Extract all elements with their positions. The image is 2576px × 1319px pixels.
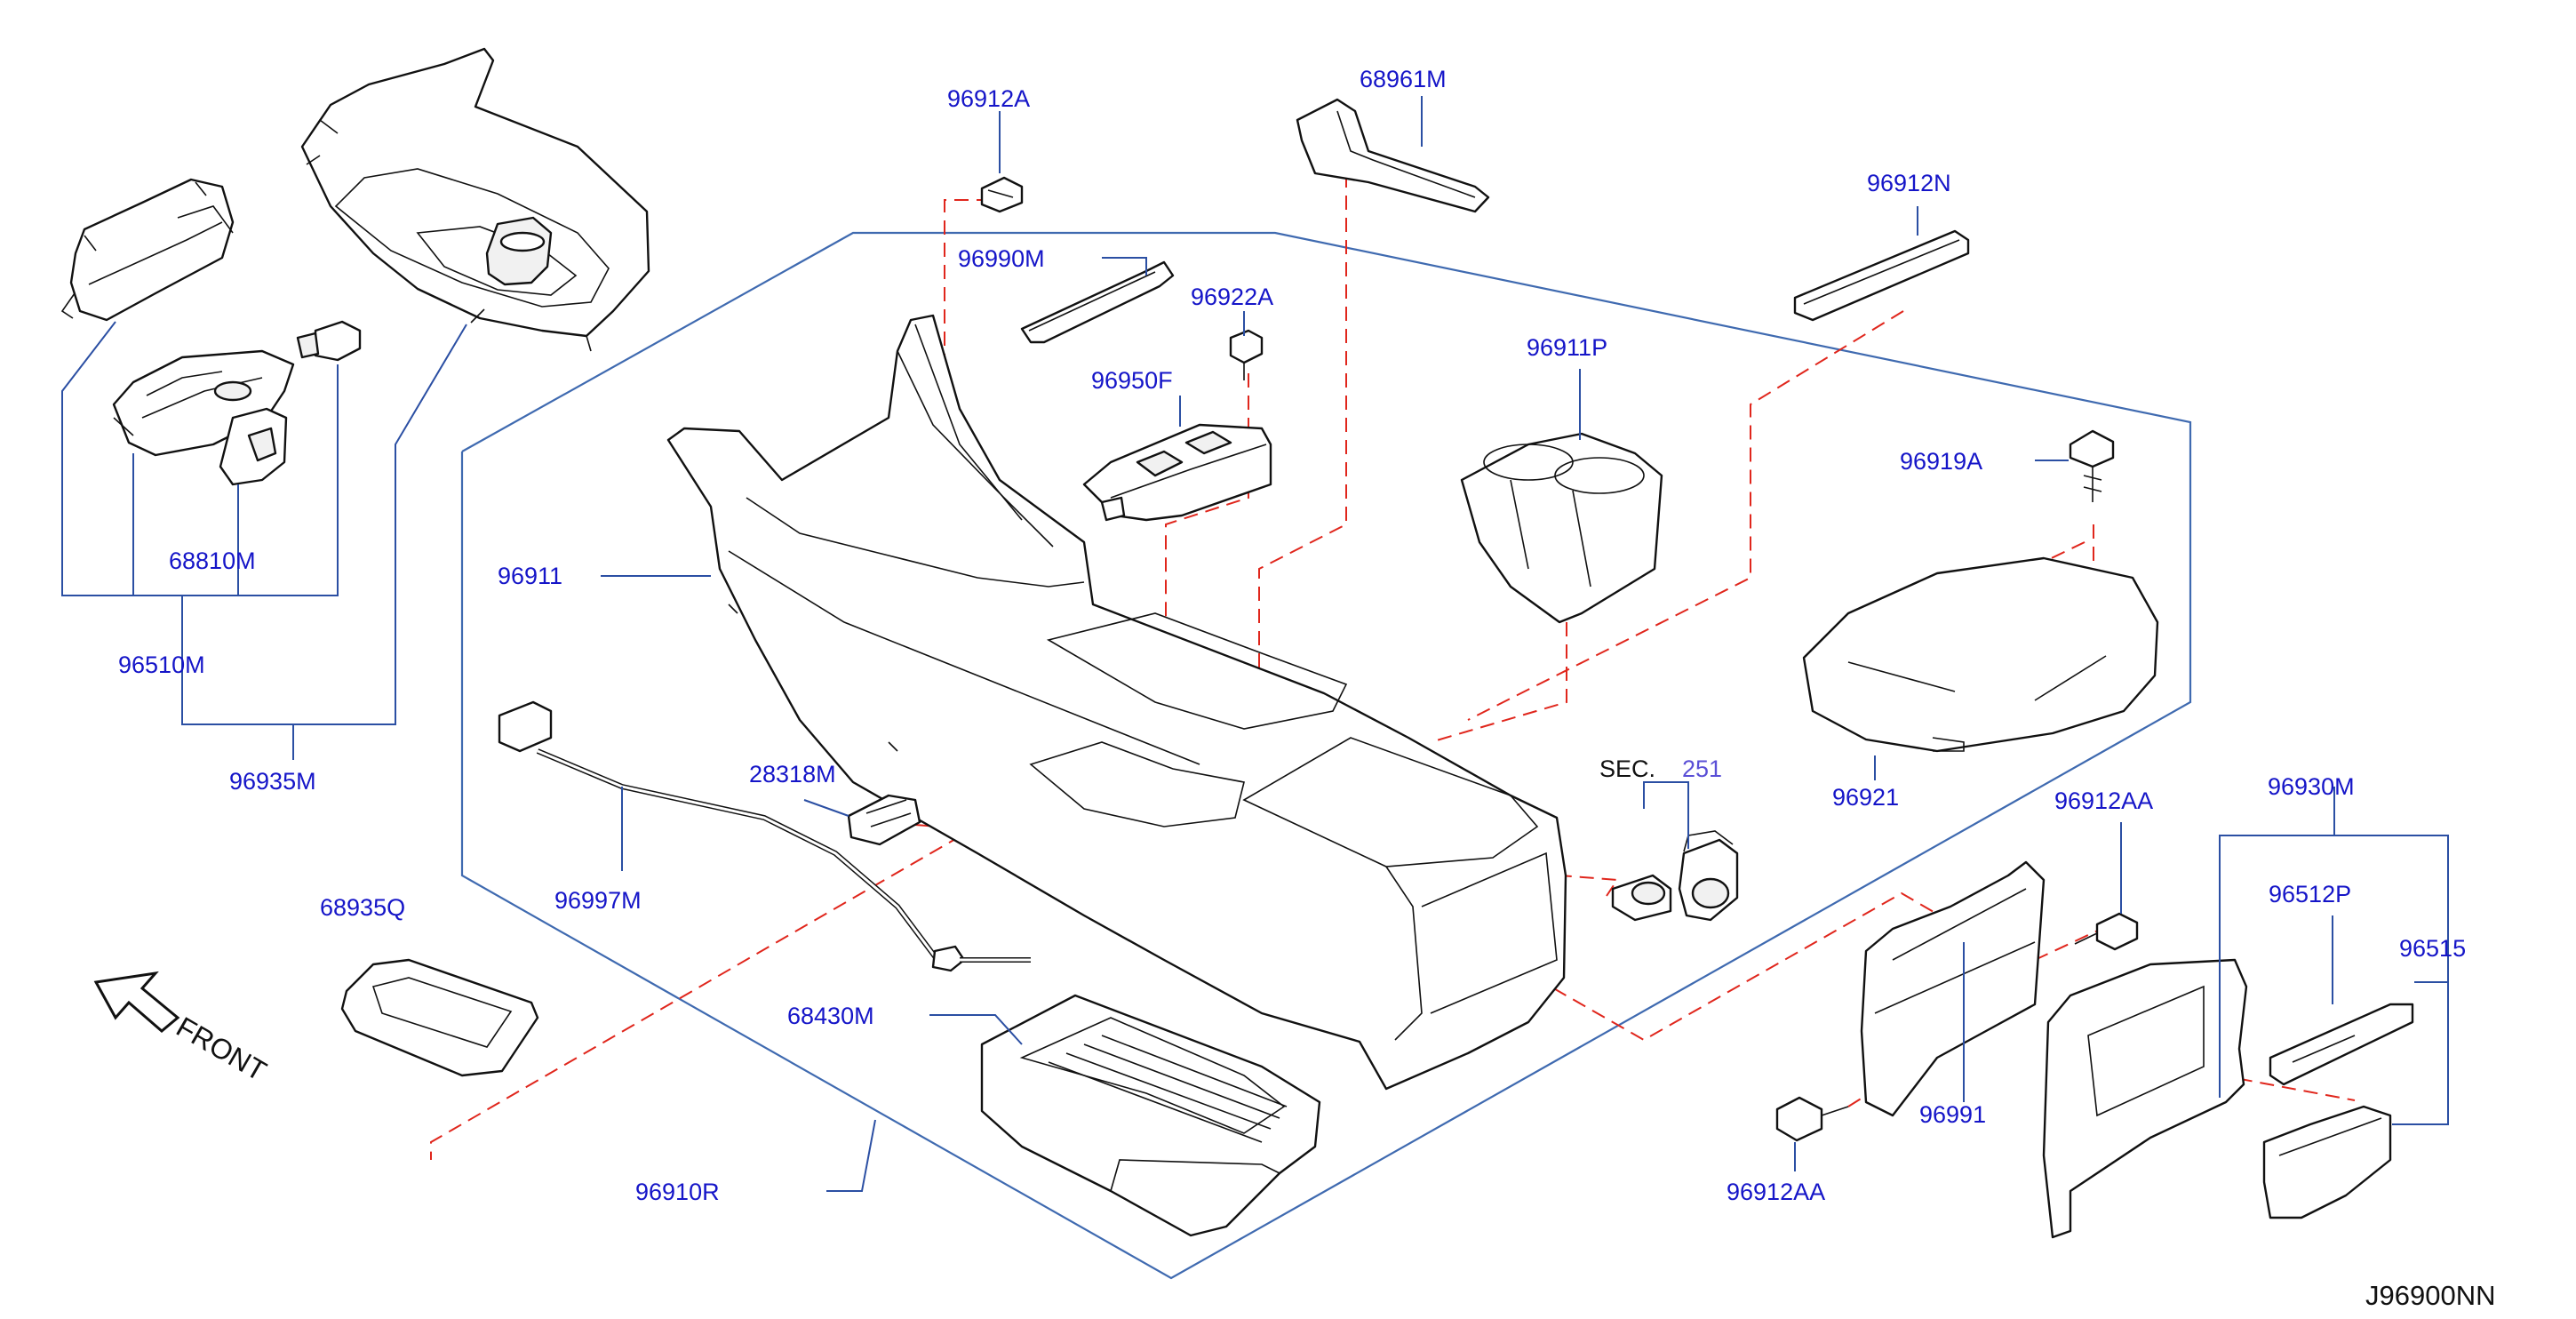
ashtray-body (112, 349, 295, 457)
bracket-96991 (1860, 860, 2046, 1117)
callout-68810M: 68810M (169, 548, 256, 574)
lighter-element (296, 320, 362, 362)
front-arrow-icon (93, 971, 180, 1033)
shifter-bezel (300, 47, 650, 352)
callout-96921: 96921 (1832, 784, 1899, 811)
section-ref-number: 251 (1682, 755, 1722, 782)
callout-96912AA-bottom: 96912AA (1727, 1179, 1825, 1205)
harness-96997M (498, 700, 1031, 972)
front-label: FRONT (171, 1011, 272, 1087)
callout-96950F: 96950F (1091, 367, 1173, 394)
armrest-lid-96921 (1802, 556, 2159, 753)
screw-96919A (2069, 429, 2115, 502)
callout-96912N: 96912N (1867, 170, 1951, 196)
leader-lines (61, 96, 2449, 1192)
switch-96512P (2269, 1003, 2414, 1086)
callout-96912A: 96912A (947, 85, 1030, 112)
clip-96912N (1793, 229, 1970, 322)
callout-96512P: 96512P (2269, 881, 2351, 907)
storage-box-68430M (980, 994, 1321, 1237)
section-ref-prefix: SEC. (1599, 755, 1655, 782)
callout-68935Q: 68935Q (320, 894, 405, 921)
callout-96515: 96515 (2399, 935, 2466, 962)
callout-96922A: 96922A (1191, 284, 1273, 310)
power-outlet-sec-251 (1611, 830, 1739, 922)
callout-96911P: 96911P (1527, 334, 1607, 361)
callout-96911: 96911 (498, 563, 562, 589)
ashtray-lid (60, 178, 235, 322)
callout-labels: 96912A 68961M 96912N 96990M 96922A 96950… (118, 66, 2495, 1311)
center-console-96911 (666, 314, 1567, 1091)
callout-96991: 96991 (1919, 1101, 1986, 1128)
rear-finisher-96930M (2042, 958, 2248, 1239)
callout-96997M: 96997M (554, 887, 642, 914)
callout-96919A: 96919A (1900, 448, 1982, 475)
ashtray-knob (219, 407, 288, 486)
screw-96922A (1229, 329, 1264, 380)
callout-28318M: 28318M (749, 761, 836, 787)
callout-96910R: 96910R (635, 1179, 720, 1205)
callout-96510M: 96510M (118, 652, 205, 678)
callout-96935M: 96935M (229, 768, 316, 795)
screw-96912AA-bottom (1775, 1096, 1849, 1142)
module-28318M (847, 794, 921, 846)
switch-panel-96950F (1082, 423, 1272, 522)
pocket-96515 (2262, 1105, 2392, 1219)
cup-holder-96911P (1460, 432, 1663, 624)
screw-96912A (980, 176, 1024, 213)
assembly-outline (460, 231, 2192, 1280)
screw-96912AA-top (2074, 912, 2139, 951)
callout-68430M: 68430M (787, 1003, 874, 1029)
callout-96912AA-top: 96912AA (2054, 787, 2153, 814)
bracket-68961M (1296, 98, 1490, 213)
tray-mat-68935Q (340, 958, 539, 1077)
callout-96990M: 96990M (958, 245, 1045, 272)
callout-68961M: 68961M (1360, 66, 1447, 92)
bracket-96990M (1020, 260, 1175, 344)
drawing-code: J96900NN (2365, 1280, 2495, 1311)
callout-96930M: 96930M (2268, 773, 2355, 800)
